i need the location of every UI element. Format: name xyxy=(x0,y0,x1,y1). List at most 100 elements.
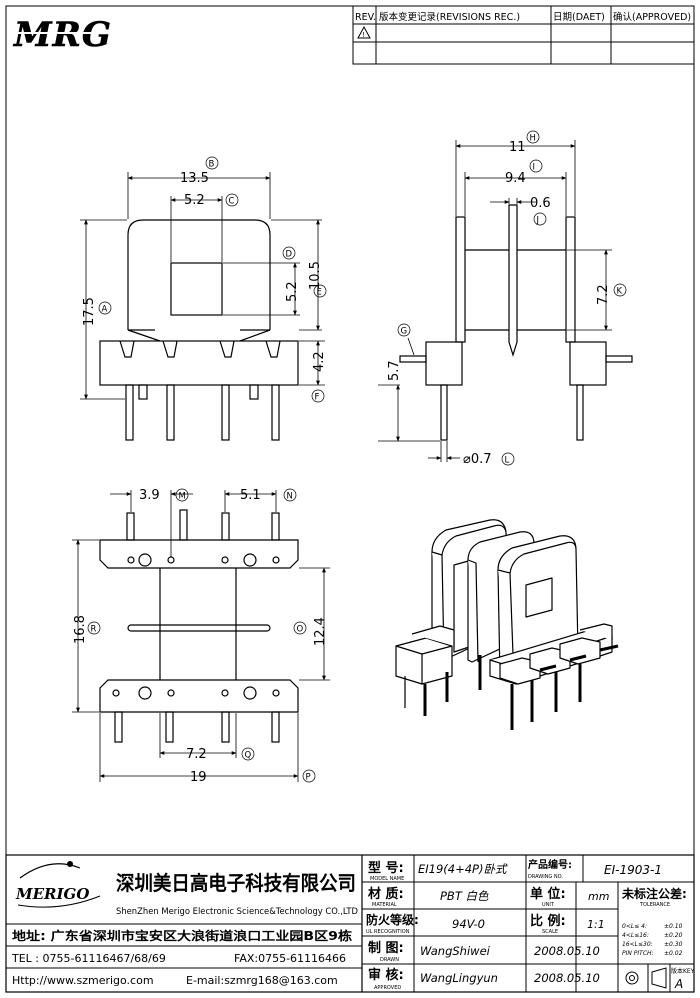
svg-text:M: M xyxy=(179,492,186,502)
svg-text:SCALE: SCALE xyxy=(542,929,558,935)
mrg-logo: MRG xyxy=(12,15,130,55)
warning-triangle-icon: ! xyxy=(357,25,371,39)
svg-text:7.2: 7.2 xyxy=(596,284,611,305)
svg-text:5.2: 5.2 xyxy=(285,281,300,302)
svg-text:4<L≤16:: 4<L≤16: xyxy=(622,932,649,939)
drawing-number: EI-1903-1 xyxy=(604,863,662,877)
svg-text:C: C xyxy=(229,197,235,207)
unit-value: mm xyxy=(588,890,609,903)
rev-header: REV. xyxy=(355,12,376,23)
svg-text:K: K xyxy=(617,287,623,297)
sheet-border xyxy=(5,5,695,993)
svg-text:4.2: 4.2 xyxy=(312,351,327,372)
svg-text:O: O xyxy=(297,625,304,635)
company-name-cn: 深圳美日高电子科技有限公司 xyxy=(116,871,356,895)
svg-text:型 号:: 型 号: xyxy=(368,860,404,876)
svg-text:I: I xyxy=(533,163,536,173)
drawn-value: WangShiwei xyxy=(420,944,491,958)
svg-text:Q: Q xyxy=(245,751,252,761)
svg-text:TOLERANCE: TOLERANCE xyxy=(639,902,670,908)
revision-table: REV. 版本变更记录(REVISIONS REC.) 日期(DAET) 确认(… xyxy=(352,5,695,65)
svg-text:G: G xyxy=(401,327,408,337)
fax: FAX:0755-61116466 xyxy=(234,952,346,965)
model-value: EI19(4+4P)卧式 xyxy=(418,862,508,876)
svg-text:9.4: 9.4 xyxy=(505,171,526,186)
website: Http://www.szmerigo.com xyxy=(12,974,154,987)
svg-text:7.2: 7.2 xyxy=(186,747,207,762)
isometric-view xyxy=(395,519,619,730)
svg-text:J: J xyxy=(536,216,540,226)
svg-text:MATERIAL: MATERIAL xyxy=(372,902,397,908)
svg-text:!: ! xyxy=(362,31,365,39)
company-name-en: ShenZhen Merigo Electronic Science&Techn… xyxy=(116,907,358,917)
svg-text:19: 19 xyxy=(190,770,207,785)
title-block-text: MERIGO 深圳美日高电子科技有限公司 ShenZhen Merigo Ele… xyxy=(11,858,695,991)
svg-text:产品编号:: 产品编号: xyxy=(528,858,572,871)
approved-date: 2008.05.10 xyxy=(534,971,600,985)
svg-text:DRAWN: DRAWN xyxy=(380,957,399,963)
svg-text:L: L xyxy=(505,456,510,466)
svg-text:16.8: 16.8 xyxy=(73,615,88,644)
tel: TEL : 0755-61116467/68/69 xyxy=(11,952,166,965)
material-value: PBT 白色 xyxy=(440,889,489,903)
svg-text:防火等级:: 防火等级: xyxy=(366,912,419,927)
changes-header: 版本变更记录(REVISIONS REC.) xyxy=(379,11,520,23)
front-view xyxy=(99,219,299,441)
bottom-view-labels: 3.9 M 5.1 N 16.8 R 12.4 O 7.2 Q 19 P xyxy=(73,488,328,785)
svg-text:±0.30: ±0.30 xyxy=(664,941,683,948)
svg-text:⌀0.7: ⌀0.7 xyxy=(463,452,492,467)
projection-symbol-icon xyxy=(625,967,667,989)
svg-text:版本KEY.: 版本KEY. xyxy=(671,967,695,975)
svg-text:±0.10: ±0.10 xyxy=(664,923,683,930)
svg-text:±0.02: ±0.02 xyxy=(664,950,683,957)
svg-text:R: R xyxy=(91,625,97,635)
svg-text:未标注公差:: 未标注公差: xyxy=(621,886,687,901)
side-view-dimensions xyxy=(378,140,612,462)
svg-text:MRG: MRG xyxy=(13,15,112,55)
side-view-labels: 11 H 9.4 I 0.6 J 7.2 K 5.7 G ⌀0.7 L xyxy=(387,130,627,467)
svg-text:5.2: 5.2 xyxy=(184,193,205,208)
svg-text:12.4: 12.4 xyxy=(313,617,328,646)
svg-text:3.9: 3.9 xyxy=(139,488,160,503)
svg-text:5.1: 5.1 xyxy=(240,488,261,503)
svg-text:D: D xyxy=(286,250,293,260)
svg-text:A: A xyxy=(102,305,108,315)
svg-text:±0.20: ±0.20 xyxy=(664,932,683,939)
svg-text:制 图:: 制 图: xyxy=(368,940,404,956)
version-value: A xyxy=(674,977,683,991)
svg-text:16<L≤30:: 16<L≤30: xyxy=(622,941,653,948)
svg-text:PIN PITCH:: PIN PITCH: xyxy=(622,950,654,957)
side-view xyxy=(399,204,633,441)
svg-text:单 位:: 单 位: xyxy=(530,886,566,902)
svg-text:材 质:: 材 质: xyxy=(368,886,404,902)
svg-text:F: F xyxy=(315,393,320,403)
svg-text:11: 11 xyxy=(509,140,526,155)
front-view-labels: 13.5 B 5.2 C 5.2 D 10.5 E 17.5 A 4.2 F xyxy=(82,156,327,403)
date-header: 日期(DAET) xyxy=(553,12,605,23)
flame-value: 94V-0 xyxy=(452,917,485,931)
drawn-date: 2008.05.10 xyxy=(534,944,600,958)
svg-text:P: P xyxy=(306,773,311,783)
svg-text:0.6: 0.6 xyxy=(530,196,551,211)
svg-text:APPROVED: APPROVED xyxy=(374,985,401,991)
svg-text:DRAWING NO.: DRAWING NO. xyxy=(528,874,563,880)
email: E-mail:szmrg168@163.com xyxy=(186,974,338,987)
svg-text:13.5: 13.5 xyxy=(180,171,209,186)
title-block xyxy=(5,854,695,993)
merigo-logo: MERIGO xyxy=(15,861,101,908)
bottom-view xyxy=(99,509,299,743)
svg-text:B: B xyxy=(209,160,215,170)
svg-text:审 核:: 审 核: xyxy=(368,967,404,983)
svg-text:E: E xyxy=(317,288,322,298)
address: 地址: 广东省深圳市宝安区大浪街道浪口工业园B区9栋 xyxy=(12,928,352,943)
svg-text:MODEL NAME: MODEL NAME xyxy=(370,876,404,882)
svg-text:UNIT: UNIT xyxy=(542,902,555,908)
approved-header: 确认(APPROVED) xyxy=(613,11,691,23)
approved-value: WangLingyun xyxy=(420,971,498,985)
svg-text:H: H xyxy=(530,134,536,144)
front-view-dimensions xyxy=(80,172,325,400)
svg-text:10.5: 10.5 xyxy=(308,261,323,290)
svg-text:17.5: 17.5 xyxy=(82,297,97,326)
bottom-view-dimensions xyxy=(72,490,330,782)
svg-text:N: N xyxy=(287,492,293,502)
